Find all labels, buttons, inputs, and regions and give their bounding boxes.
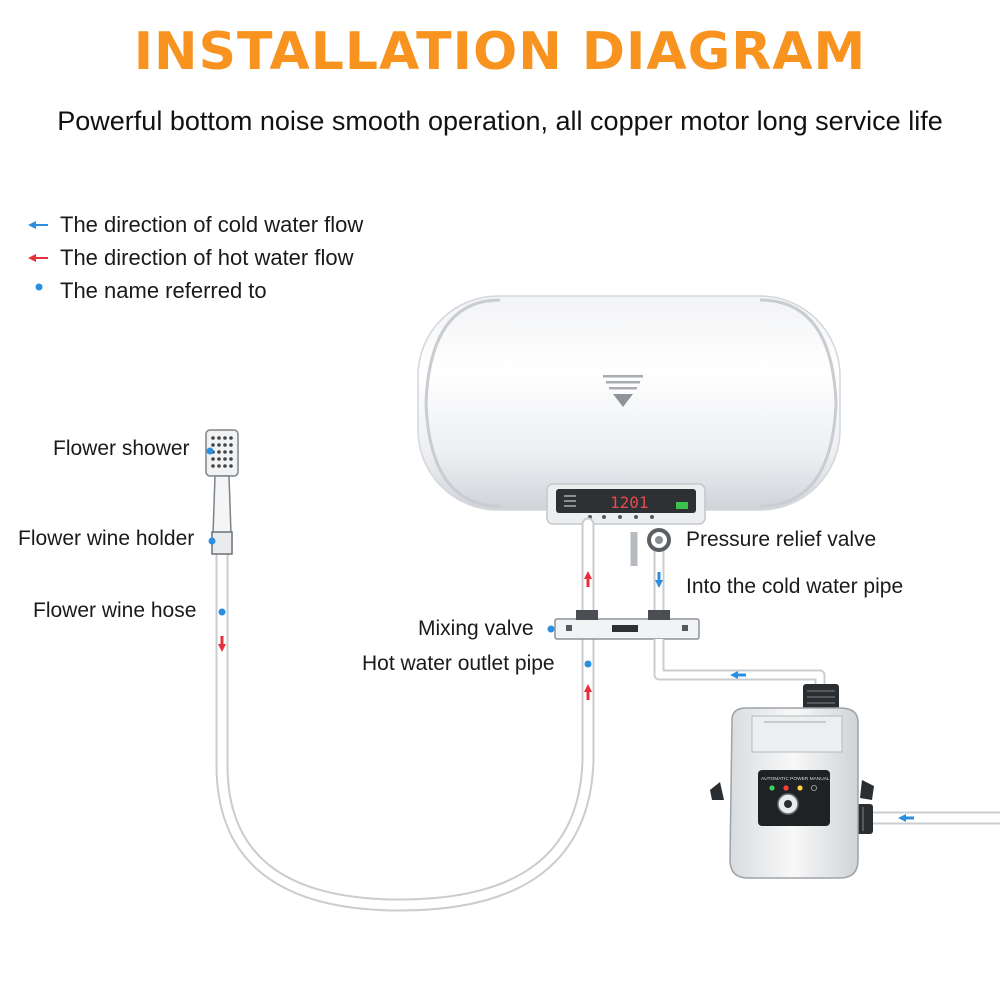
label-flower-shower: Flower shower <box>53 437 190 460</box>
flower-wine-holder <box>211 531 233 555</box>
name-marker-dot <box>206 447 214 455</box>
name-marker-dot <box>547 625 555 633</box>
flower-shower <box>205 429 239 535</box>
label-hot-water-outlet-pipe: Hot water outlet pipe <box>362 652 555 675</box>
blue-arrow-icon <box>24 210 60 240</box>
legend-label: The name referred to <box>60 278 267 303</box>
hot-flow-arrow <box>584 684 592 700</box>
cold-flow-arrow <box>898 814 914 822</box>
name-marker-dot <box>208 537 216 545</box>
legend-label: The direction of cold water flow <box>60 212 364 237</box>
cold-flow-arrow <box>655 572 663 588</box>
legend-cold-flow: The direction of cold water flow <box>24 210 363 240</box>
red-arrow-icon <box>24 243 60 273</box>
legend-label: The direction of hot water flow <box>60 245 354 270</box>
label-flower-wine-holder: Flower wine holder <box>18 527 195 550</box>
legend-name-marker: The name referred to <box>24 276 267 306</box>
blue-dot-icon <box>24 276 60 306</box>
page-title: INSTALLATION DIAGRAM <box>133 22 867 82</box>
pump-control-panel: AUTOMATIC POWER MANUAL <box>758 770 830 826</box>
logo-mark-icon <box>603 375 643 407</box>
mixing-valve <box>554 610 700 640</box>
hot-water-pipe <box>215 517 595 912</box>
booster-pump: AUTOMATIC POWER MANUAL <box>710 684 874 879</box>
name-marker-dot <box>584 660 592 668</box>
label-into-cold-water-pipe: Into the cold water pipe <box>686 575 904 598</box>
heater-control-panel: 1201 <box>546 483 706 525</box>
heater-display: 1201 <box>610 493 649 512</box>
page-subtitle: Powerful bottom noise smooth operation, … <box>57 106 943 136</box>
label-flower-wine-hose: Flower wine hose <box>33 599 197 622</box>
name-marker-dot <box>218 608 226 616</box>
label-mixing-valve: Mixing valve <box>418 617 534 640</box>
hot-flow-arrow <box>584 571 592 587</box>
hot-flow-arrow <box>218 636 226 652</box>
cold-flow-arrow <box>730 671 746 679</box>
water-heater: 1201 <box>417 295 841 525</box>
label-pressure-relief-valve: Pressure relief valve <box>686 528 877 551</box>
pressure-relief-valve <box>630 528 671 566</box>
pump-caption: AUTOMATIC POWER MANUAL <box>761 776 830 782</box>
legend-hot-flow: The direction of hot water flow <box>24 243 353 273</box>
